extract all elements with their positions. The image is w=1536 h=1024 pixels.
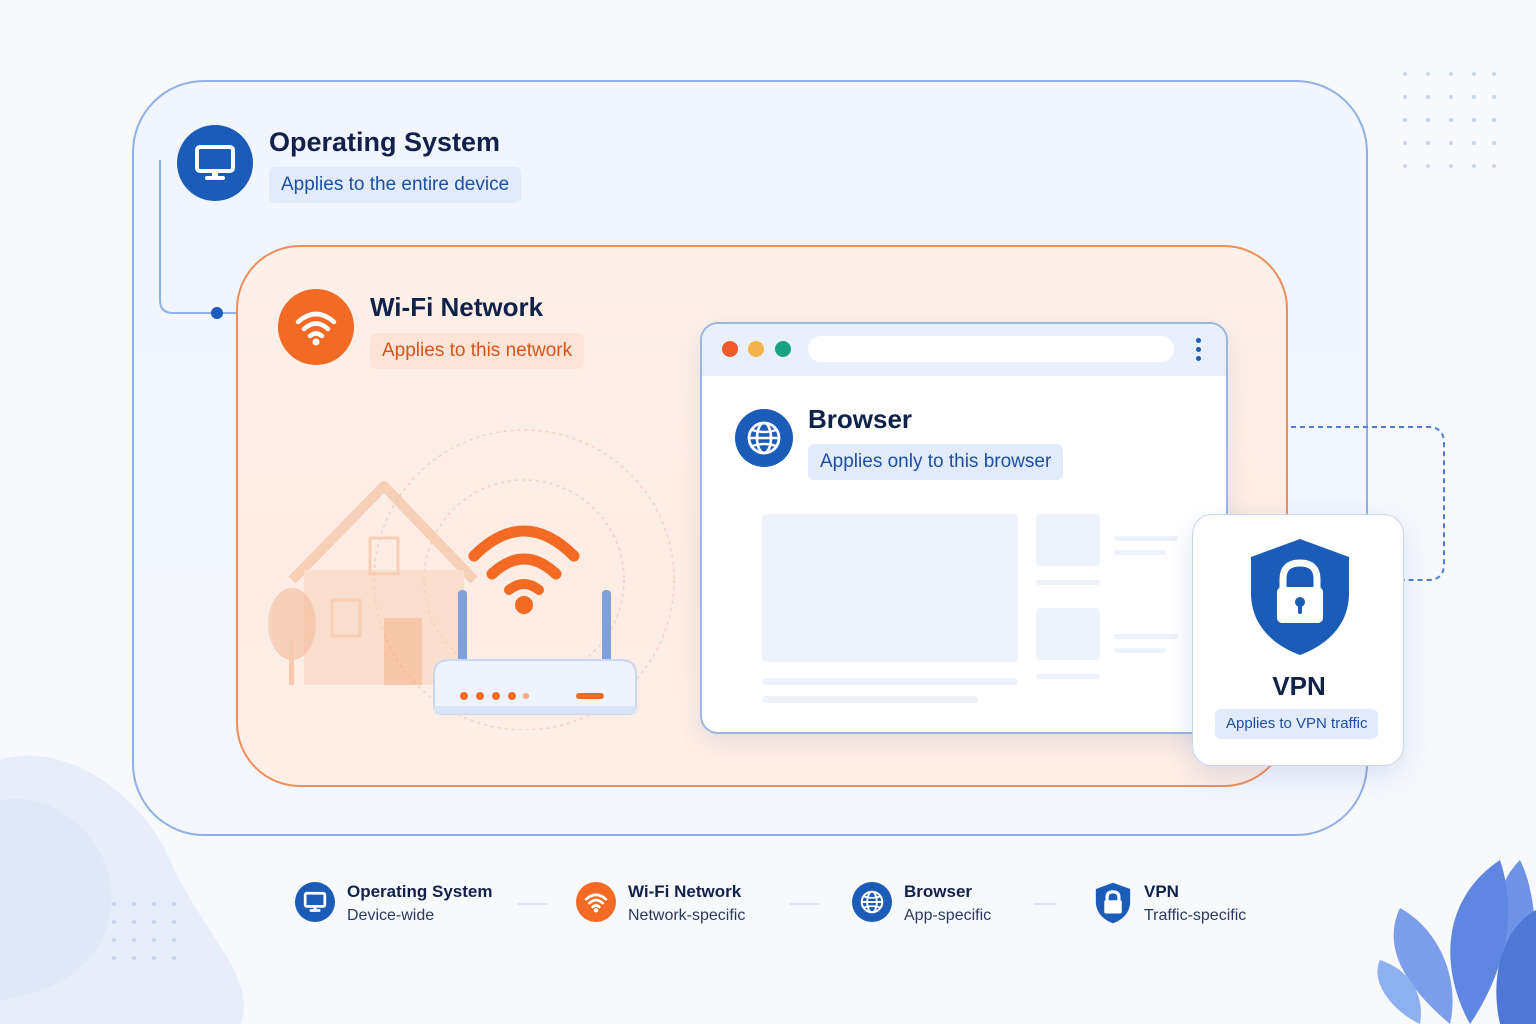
home-router-illustration [268,429,675,730]
text-line-placeholder [1114,550,1166,555]
monitor-icon [295,882,335,922]
dot-grid-top-right [1403,72,1496,168]
legend-title: Operating System [347,882,493,901]
thumbnail-placeholder [1036,514,1100,566]
legend-subtitle: Traffic-specific [1144,907,1247,924]
dot-grid-bottom-left [112,902,176,960]
legend-subtitle: Device-wide [347,907,435,924]
browser-window [700,322,1228,734]
tree-icon [268,588,316,685]
legend-title: Wi-Fi Network [628,882,742,901]
browser-title: Browser [808,404,913,434]
window-dot-red [722,341,738,357]
text-line-placeholder [1114,634,1178,639]
text-line-placeholder [1114,536,1178,541]
window-dot-green [775,341,791,357]
vpn-scope-badge: Applies to VPN traffic [1215,709,1379,739]
text-line-placeholder [1036,674,1100,679]
window-dot-yellow [748,341,764,357]
thumbnail-placeholder [1036,608,1100,660]
globe-icon [852,882,892,922]
os-title: Operating System [269,127,501,157]
text-line-placeholder [1036,580,1100,585]
house-icon [288,481,478,685]
legend-title: VPN [1144,882,1179,901]
more-menu-icon[interactable] [1196,338,1202,362]
legend-title: Browser [904,882,973,901]
address-bar[interactable] [808,336,1174,362]
legend-subtitle: Network-specific [628,907,746,924]
wifi-icon [576,882,616,922]
globe-icon [735,409,793,467]
router-wifi-waves-icon [468,525,580,614]
router-icon [433,590,637,715]
wifi-title: Wi-Fi Network [370,292,544,322]
shield-lock-icon [1095,882,1131,924]
browser-titlebar [702,324,1226,376]
os-scope-badge: Applies to the entire device [269,167,522,203]
shield-lock-icon [1251,539,1349,655]
vpn-card: VPN Applies to VPN traffic [1192,514,1404,766]
content-placeholder [762,514,1018,662]
legend-subtitle: App-specific [904,907,992,924]
wifi-scope-badge: Applies to this network [370,333,585,369]
text-line-placeholder [762,696,978,703]
text-line-placeholder [1114,648,1166,653]
vpn-title: VPN [1272,671,1326,701]
leaf-plant-decoration [1377,860,1536,1024]
wifi-icon [278,289,354,365]
browser-scope-badge: Applies only to this browser [808,444,1064,480]
monitor-icon [177,125,253,201]
text-line-placeholder [762,678,1018,685]
